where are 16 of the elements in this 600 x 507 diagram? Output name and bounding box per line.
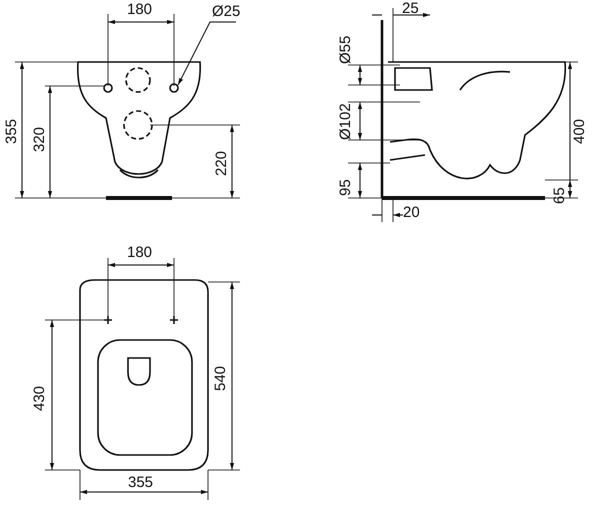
dimension-label: 180	[127, 2, 152, 18]
dimension-label: 320	[32, 126, 48, 152]
dimension-label: 355	[128, 475, 154, 491]
dimension-label: 65	[552, 187, 568, 204]
dimension-label: 220	[214, 150, 230, 176]
dimension-label: 180	[127, 245, 152, 261]
dimension-label: 430	[32, 386, 48, 411]
dimension-label: 25	[402, 1, 419, 17]
dimension-label: 95	[338, 179, 354, 196]
dimension-label: 20	[403, 205, 420, 221]
dimension-label: Ø55	[338, 36, 354, 64]
dimension-label: 540	[213, 366, 229, 391]
dimension-label: Ø25	[212, 4, 240, 20]
dimension-label: 400	[572, 118, 588, 144]
dimension-label: Ø102	[338, 103, 354, 140]
dimension-label: 355	[4, 118, 20, 144]
